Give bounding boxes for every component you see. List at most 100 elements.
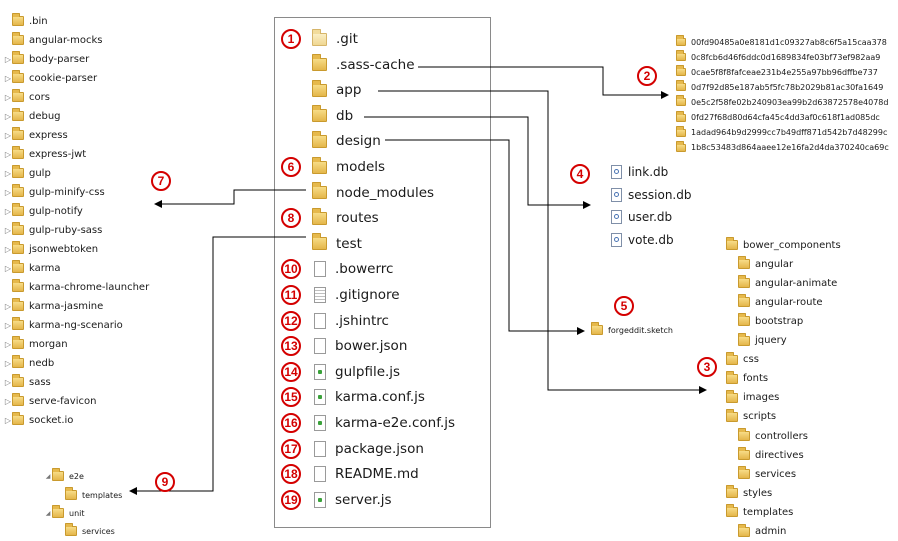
cache-folder-row[interactable]: 00fd90485a0e8181d1c09327ab8c6f5a15caa378 <box>676 35 887 49</box>
cache-folder-row[interactable]: 0cae5f8f8fafceae231b4e255a97bb96dffbe737 <box>676 65 878 79</box>
collapse-arrow-icon[interactable]: ◢ <box>45 472 51 480</box>
expand-arrow-icon[interactable]: ▷ <box>4 339 12 349</box>
cache-folder-row[interactable]: 0d7f92d85e187ab5f5fc78b2029b81ac30fa1649 <box>676 80 883 94</box>
tree-row[interactable]: ▷body-parser <box>4 50 89 68</box>
project-item[interactable]: 12.jshintrc <box>281 310 389 332</box>
tree-row[interactable]: ▷karma-ng-scenario <box>4 316 123 334</box>
folder-label: services <box>755 468 797 480</box>
item-label: .bowerrc <box>335 261 394 278</box>
db-file-row[interactable]: session.db <box>611 186 691 204</box>
app-folder-row[interactable]: services <box>738 465 796 483</box>
app-folder-row[interactable]: bower_components <box>726 236 841 254</box>
project-item[interactable]: design <box>281 130 381 152</box>
tree-row[interactable]: ▷cookie-parser <box>4 69 97 87</box>
tree-row[interactable]: ▷socket.io <box>4 411 73 429</box>
folder-label: bower_components <box>743 239 841 251</box>
cache-folder-row[interactable]: 0c8fcb6d46f6ddc0d1689834fe03bf73ef982aa9 <box>676 50 880 64</box>
app-folder-row[interactable]: images <box>726 389 779 407</box>
app-folder-row[interactable]: templates <box>726 503 793 521</box>
project-item[interactable]: 1.git <box>281 28 358 50</box>
expand-arrow-icon[interactable]: ▷ <box>4 244 12 254</box>
app-folder-row[interactable]: styles <box>726 484 772 502</box>
cache-folder-row[interactable]: 0fd27f68d80d64cfa45c4dd3af0c618f1ad085dc <box>676 110 880 125</box>
app-folder-row[interactable]: controllers <box>738 427 808 445</box>
expand-arrow-icon[interactable]: ▷ <box>4 187 12 197</box>
db-file-row[interactable]: user.db <box>611 208 672 226</box>
expand-arrow-icon[interactable]: ▷ <box>4 263 12 273</box>
tree-row[interactable]: ▷serve-favicon <box>4 392 96 410</box>
callout-badge: 13 <box>281 336 301 357</box>
tree-row[interactable]: ▷gulp-ruby-sass <box>4 221 102 239</box>
app-folder-row[interactable]: angular <box>738 255 793 273</box>
project-item[interactable]: db <box>281 105 353 127</box>
tree-row[interactable]: services <box>57 522 115 540</box>
expand-arrow-icon[interactable]: ▷ <box>4 73 12 83</box>
tree-row[interactable]: ◢e2e <box>44 467 84 485</box>
tree-row[interactable]: angular-mocks <box>4 31 103 49</box>
expand-arrow-icon[interactable]: ▷ <box>4 225 12 235</box>
tree-row[interactable]: ▷gulp-minify-css <box>4 183 105 201</box>
tree-row[interactable]: ▷sass <box>4 373 51 391</box>
tree-row[interactable]: ▷karma <box>4 259 61 277</box>
expand-arrow-icon[interactable]: ▷ <box>4 168 12 178</box>
expand-arrow-icon[interactable]: ▷ <box>4 149 12 159</box>
tree-row[interactable]: ▷morgan <box>4 335 68 353</box>
project-item[interactable]: node_modules <box>281 182 434 204</box>
expand-arrow-icon[interactable]: ▷ <box>4 54 12 64</box>
tree-row[interactable]: ▷karma-jasmine <box>4 297 103 315</box>
app-folder-row[interactable]: fonts <box>726 370 768 388</box>
app-folder-row[interactable]: css <box>726 351 759 369</box>
tree-row[interactable]: ▷express-jwt <box>4 145 86 163</box>
expand-arrow-icon[interactable]: ▷ <box>4 111 12 121</box>
cache-folder-row[interactable]: 1b8c53483d864aaee12e16fa2d4da370240ca69c <box>676 140 889 155</box>
project-item[interactable]: 10.bowerrc <box>281 258 393 280</box>
expand-arrow-icon[interactable]: ▷ <box>4 206 12 216</box>
expand-arrow-icon[interactable]: ▷ <box>4 358 12 368</box>
folder-label: cors <box>29 91 50 103</box>
tree-row[interactable]: ◢unit <box>44 504 85 522</box>
app-folder-row[interactable]: jquery <box>738 332 787 350</box>
cache-folder-row[interactable]: 1adad964b9d2999cc7b49dff871d542b7d48299c <box>676 125 887 140</box>
project-item[interactable]: test <box>281 233 362 255</box>
tree-row[interactable]: ▷jsonwebtoken <box>4 240 98 258</box>
db-file-row[interactable]: vote.db <box>611 231 674 249</box>
tree-row[interactable]: ▷ cors <box>4 88 50 106</box>
expand-arrow-icon[interactable]: ▷ <box>4 415 12 425</box>
tree-row[interactable]: karma-chrome-launcher <box>4 278 149 296</box>
expand-arrow-icon[interactable]: ▷ <box>4 130 12 140</box>
project-item[interactable]: .sass-cache <box>281 54 415 76</box>
cache-folder-row[interactable]: 0e5c2f58fe02b240903ea99b2d63872578e4078d <box>676 95 888 109</box>
app-folder-row[interactable]: directives <box>738 446 804 464</box>
app-folder-row[interactable]: scripts <box>726 408 776 426</box>
app-folder-row[interactable]: angular-animate <box>738 274 837 292</box>
expand-arrow-icon[interactable]: ▷ <box>4 92 12 102</box>
design-file-row[interactable]: forgeddit.sketch <box>591 321 673 339</box>
expand-arrow-icon[interactable]: ▷ <box>4 320 12 330</box>
tree-row[interactable]: .bin <box>4 12 48 30</box>
tree-row[interactable]: ▷debug <box>4 107 61 125</box>
db-file-row[interactable]: link.db <box>611 163 668 181</box>
expand-arrow-icon[interactable]: ▷ <box>4 301 12 311</box>
tree-row[interactable]: ▷express <box>4 126 68 144</box>
tree-row[interactable]: ▷gulp-notify <box>4 202 83 220</box>
tree-row[interactable]: ▷nedb <box>4 354 54 372</box>
tree-row[interactable]: templates <box>57 486 122 504</box>
app-folder-row[interactable]: angular-route <box>738 293 823 311</box>
expand-arrow-icon[interactable]: ▷ <box>4 396 12 406</box>
collapse-arrow-icon[interactable]: ◢ <box>45 509 51 517</box>
project-item[interactable]: app <box>281 79 361 101</box>
app-folder-row[interactable]: admin <box>738 523 786 541</box>
project-item[interactable]: 11.gitignore <box>281 284 400 306</box>
app-folder-row[interactable]: bootstrap <box>738 312 803 330</box>
tree-row[interactable]: ▷gulp <box>4 164 51 182</box>
expand-arrow-icon[interactable]: ▷ <box>4 377 12 387</box>
